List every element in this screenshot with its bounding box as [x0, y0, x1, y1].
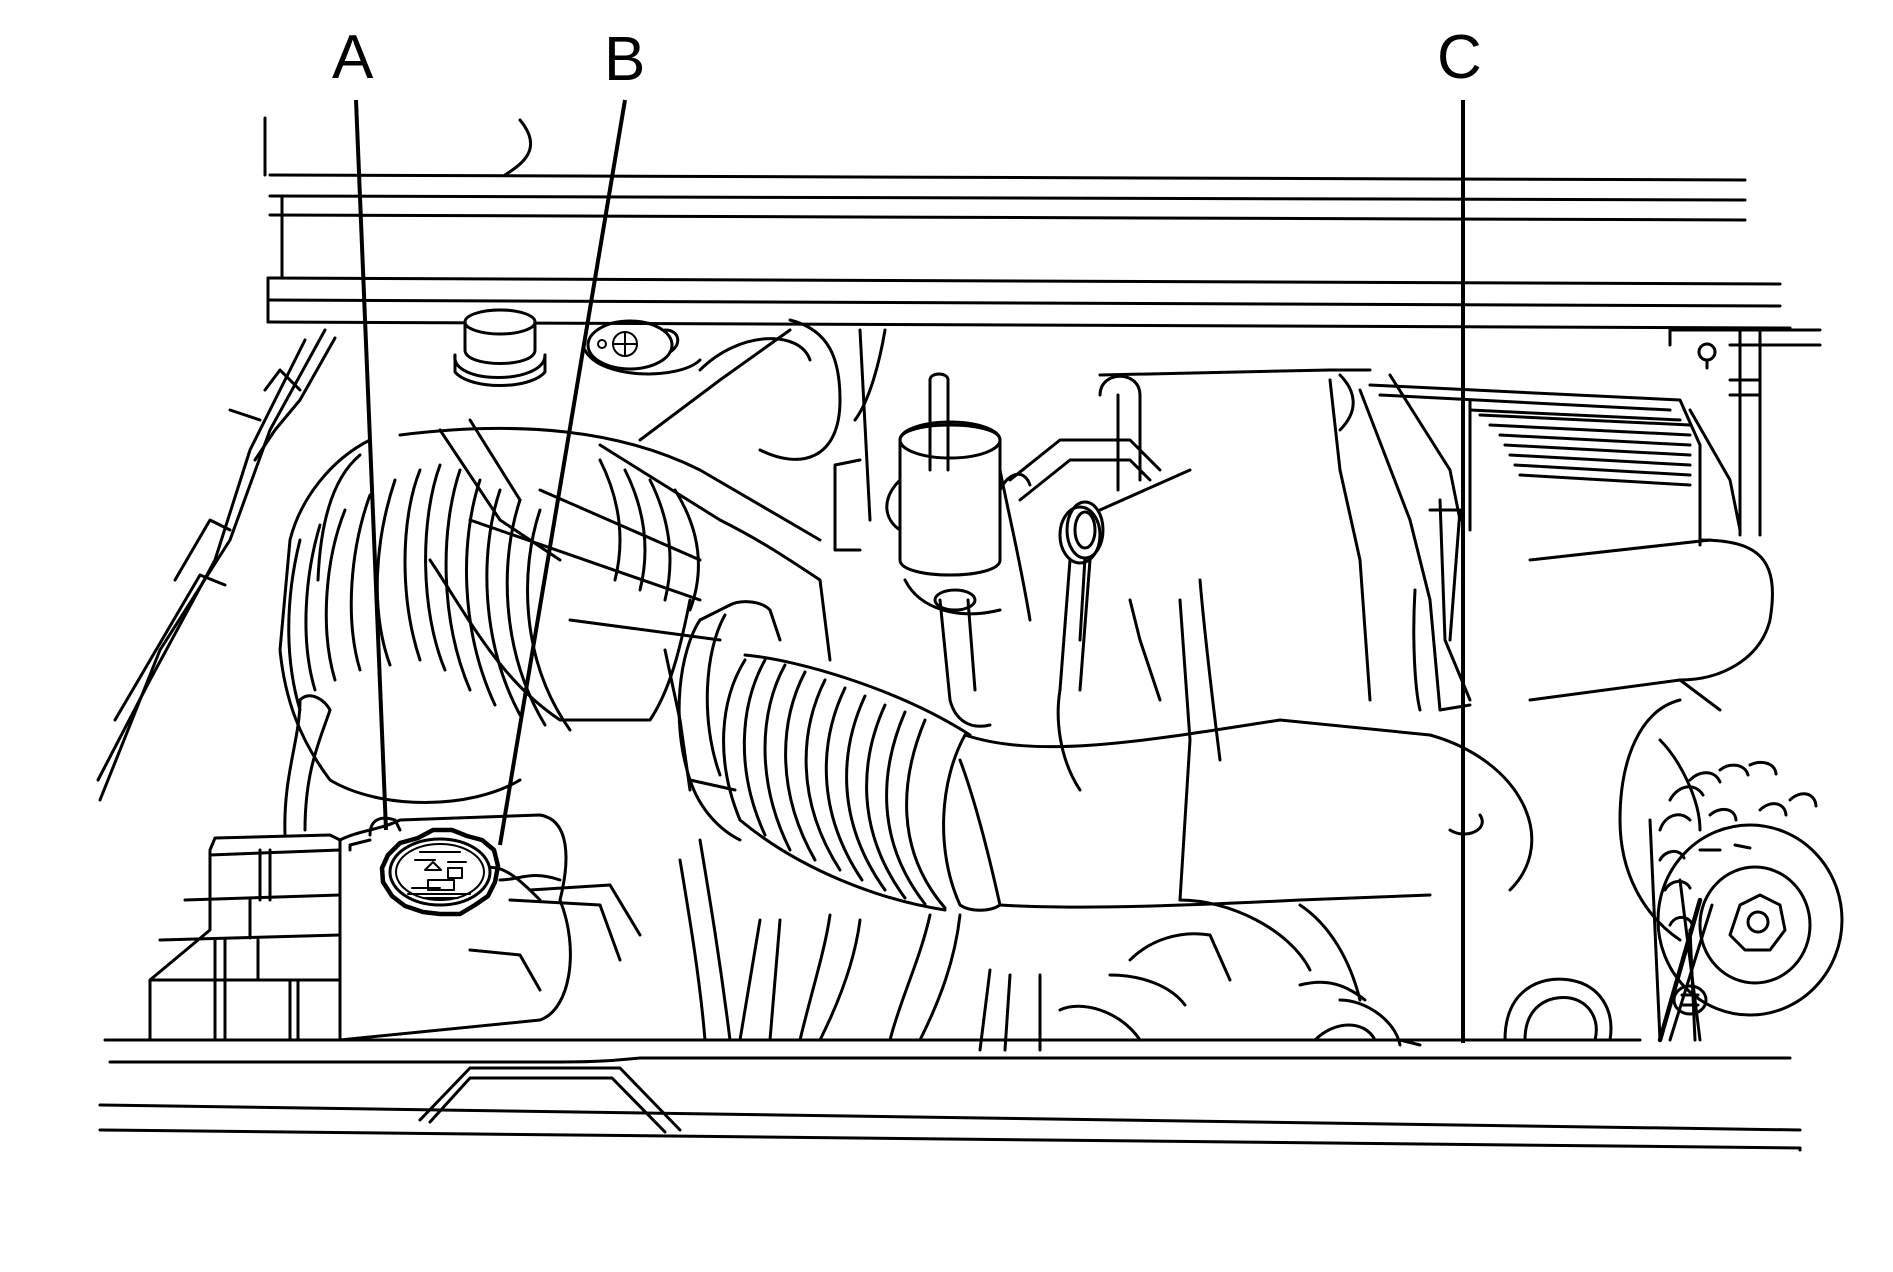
callout-labels: A B C — [332, 23, 1482, 94]
callout-leaders — [354, 99, 1465, 1043]
vacuum-hoses — [933, 374, 1192, 728]
power-steering-reservoir — [148, 694, 642, 1042]
callout-label-a: A — [332, 23, 374, 92]
master-cylinder — [885, 372, 1032, 622]
callout-label-c: C — [1437, 23, 1482, 92]
reservoir-tank — [638, 318, 887, 552]
oil-dipstick — [1056, 505, 1222, 902]
leader-line-a — [354, 99, 388, 831]
oil-fill-cap — [453, 308, 547, 387]
lower-radiator-support — [98, 1038, 1802, 1152]
hood-frame — [263, 116, 1822, 537]
air-intake-duct — [278, 418, 832, 804]
throttle-body-flex-coupler — [663, 600, 1534, 912]
air-cleaner-housing — [1098, 368, 1774, 712]
alternator — [1503, 698, 1844, 1043]
leader-line-b — [498, 99, 627, 846]
brake-fluid-cap — [583, 319, 702, 376]
lower-engine-parts — [678, 838, 1422, 1052]
power-steering-fluid-cap — [379, 827, 501, 917]
callout-label-b: B — [604, 25, 645, 94]
left-fender — [96, 328, 337, 802]
